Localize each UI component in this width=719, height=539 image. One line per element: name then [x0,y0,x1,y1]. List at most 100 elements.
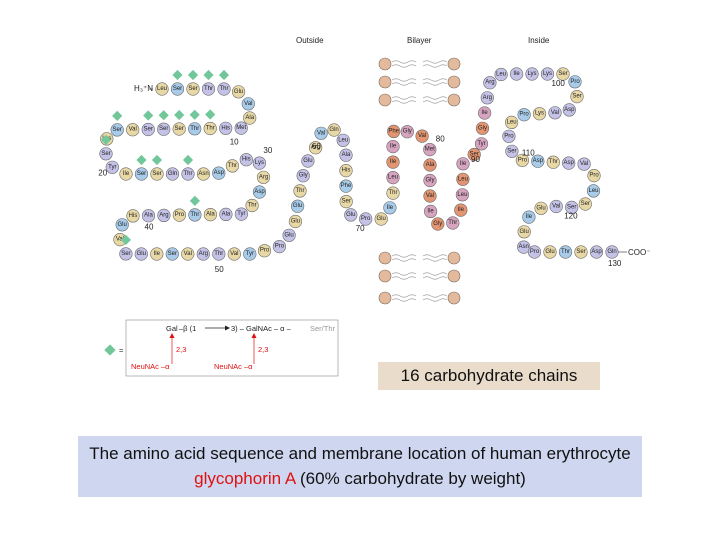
residue-circle [424,204,438,218]
residue: Pro [172,208,186,222]
residue-label: Val [551,110,559,116]
residue-circle [150,167,164,181]
residue-label: Leu [388,175,398,181]
residue: Gly [400,125,414,139]
residue: Val [548,106,562,120]
residue: Ile [424,204,438,218]
residue-label: Thr [248,203,257,209]
residue-label: His [342,168,351,174]
residue-label: Thr [190,212,199,218]
residue: Glu [115,218,129,232]
residue-circle [423,158,437,172]
residue-label: Val [116,237,124,243]
residue-label: Tyr [108,164,116,170]
residue: Ser [467,147,481,162]
residue-circle [296,169,310,183]
residue-label: Ser [152,171,161,177]
residue: Leu [505,115,519,129]
glycan-diamond-icon [189,109,200,120]
residue-label: Ile [387,205,394,211]
residue: Thr [386,186,400,200]
residue: Thr [558,245,573,259]
residue: Ser [172,122,186,136]
residue-label: Pro [589,173,599,179]
residue-circle [531,154,545,168]
residue-circle [188,208,202,222]
legend-equals: = [119,346,124,355]
residue-circle [181,247,195,261]
residue-circle [589,245,604,259]
residue: Asp [531,154,545,168]
residue-label: Met [425,147,435,153]
residue-circle [203,208,217,222]
residue-label: Val [230,251,238,257]
legend-beta: –β (1 [179,324,196,333]
residue-label: Thr [214,251,223,257]
residue-label: Thr [549,159,558,165]
residue-label: Ser [342,199,351,205]
residue-circle [527,245,542,259]
residue-label: Ser [188,86,197,92]
residue-label: Arg [159,212,168,218]
residue-circle [556,67,570,81]
residue: Phe [339,179,353,193]
residue: Thr [188,122,202,136]
residue-label: Ser [144,127,153,133]
residue: Asp [212,166,226,180]
residue: Thr [203,121,217,136]
residue-label: Ser [581,201,590,207]
residue: Leu [586,184,601,198]
residue: Ala [339,148,353,162]
residue: Glu [374,212,388,226]
residue-circle [562,103,576,117]
residue-label: Ile [390,144,397,150]
residue: Arg [480,91,494,105]
residue: Asp [562,156,576,170]
label-inside: Inside [528,36,550,45]
residue: Leu [456,172,470,186]
carbohydrate-chains-label: 16 carbohydrate chains [378,362,600,390]
residue-circle [587,169,601,183]
residue-circle [565,200,579,214]
glycan-diamond-icon [203,69,214,81]
glycan-diamond-icon [189,195,200,206]
glycan-diamond-icon [143,110,154,121]
residue-label: Ser [101,151,110,157]
residue-circle [203,121,217,136]
residue: Ser [141,122,155,137]
residue: Ile [522,210,536,224]
residue-label: Val [317,130,325,136]
residue-circle [574,245,588,259]
residue-label: Ala [426,162,435,168]
residue-label: Glu [545,249,554,255]
residue: Thr [546,155,560,169]
residue-label: Ser [507,148,516,154]
residue: Ser [556,67,570,81]
residue-circle [155,82,169,96]
residue: Leu [386,171,400,185]
residue-label: Thr [184,171,193,177]
residue-circle [336,133,350,147]
residue-label: Arg [483,95,492,101]
legend-neunac-a: NeuNAc –α [131,362,170,371]
residue-circle [314,126,328,140]
residue: Ile [383,201,397,215]
position-number: 70 [356,224,365,233]
glycan-diamond-icon [104,344,116,356]
residue: Ser [99,147,113,161]
residue-label: Asp [564,107,575,113]
position-number: 60 [312,142,321,151]
residue: Ser [565,200,579,214]
residue: Ser [570,89,584,104]
residue-circle [282,228,296,242]
residue-circle [386,140,400,154]
residue-label: Pro [361,216,371,222]
residue-circle [301,154,315,168]
residue-label: Ala [206,212,215,218]
residue: Pro [568,75,582,89]
residue-circle [172,122,186,136]
residue: Ser [170,82,185,96]
residue-label: Thr [204,86,213,92]
glycan-diamond-icon [151,154,163,166]
